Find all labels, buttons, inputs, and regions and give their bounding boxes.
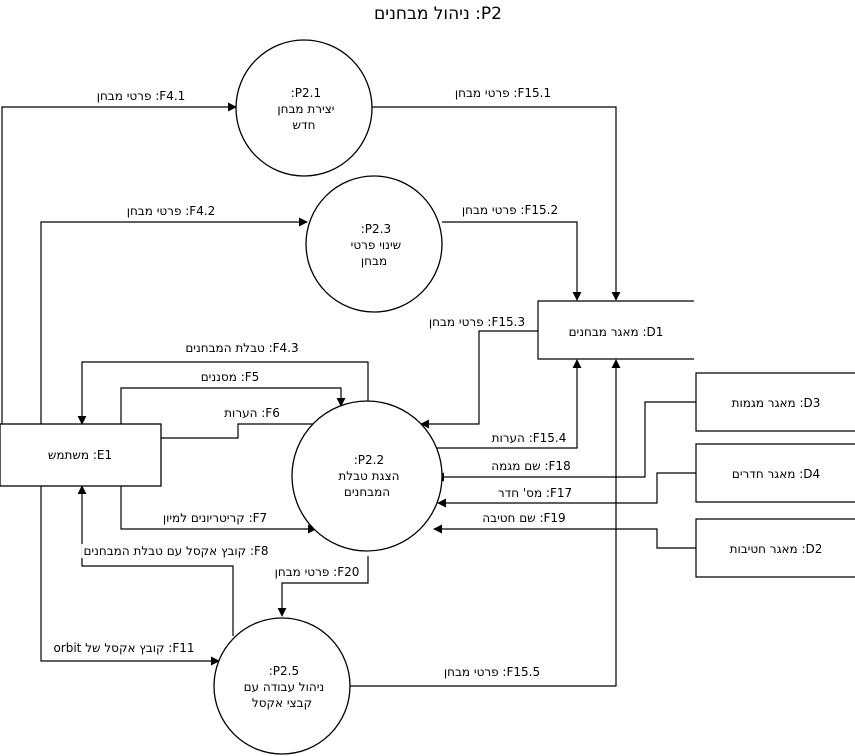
label-backing — [489, 459, 573, 473]
flow-f154-line — [431, 359, 582, 449]
process-p22-line2: הצגת טבלת — [338, 469, 399, 483]
flow-f155-label: F15.5: פרטי מבחן — [444, 665, 540, 679]
flow-f151-label: F15.1: פרטי מבחן — [455, 86, 551, 100]
label-backing — [81, 544, 271, 558]
store-d2-label: D2: מאגר חטיבות — [730, 542, 823, 556]
process-p23-line3: מבחן — [361, 254, 387, 268]
flow-f43-line — [77, 361, 369, 425]
flow-lines — [1, 102, 696, 687]
store-d1[interactable]: D1: מאגר מבחנים — [537, 300, 694, 360]
flow-f18-label: F18: שם מגמה — [491, 459, 570, 473]
label-backing — [426, 315, 528, 329]
process-p21[interactable]: P2.1: יצירת מבחן חדש — [235, 39, 373, 177]
label-backing — [459, 203, 561, 217]
flow-f5-line — [120, 387, 346, 424]
flow-f154-label: F15.4: הערות — [492, 431, 567, 445]
flow-f43-label: F4.3: טבלת המבחנים — [185, 341, 298, 355]
entity-e1-label: E1: משתמש — [48, 448, 112, 462]
process-p23-circle — [305, 175, 443, 313]
flow-f6-line — [161, 419, 332, 439]
diagram-title: P2: ניהול מבחנים — [374, 4, 502, 24]
store-d2[interactable]: D2: מאגר חטיבות — [695, 518, 855, 578]
process-p21-circle — [235, 39, 373, 177]
label-backing — [452, 86, 554, 100]
store-d3[interactable]: D3: מאגר מגמות — [695, 372, 855, 432]
label-backing — [124, 204, 218, 218]
flow-f153-line — [420, 330, 538, 429]
store-d3-frame — [695, 372, 855, 432]
flow-f7-line — [120, 486, 317, 534]
store-d1-frame — [537, 300, 694, 360]
flow-f20-label: F20: פרטי מבחן — [275, 565, 360, 579]
process-p22-circle — [291, 400, 443, 552]
label-backing — [495, 486, 575, 500]
flow-f17-line — [437, 472, 696, 508]
process-p25-circle — [213, 617, 351, 755]
process-p22[interactable]: P2.2: הצגת טבלת המבחנים — [291, 400, 443, 552]
process-p25-line2: ניהול עבודה עם — [244, 680, 325, 694]
flow-f41-label: F4.1: פרטי מבחן — [97, 89, 186, 103]
flow-f6-label: F6: הערות — [224, 406, 280, 420]
process-p23[interactable]: P2.3: שינוי פרטי מבחן — [305, 175, 443, 313]
entity-e1-box — [0, 423, 162, 487]
label-backing — [480, 511, 568, 525]
flow-f18-line — [435, 401, 696, 482]
label-backing — [272, 565, 362, 579]
store-d4-label: D4: מאגר חדרים — [732, 467, 820, 481]
svg-text:P2.2: הצגת טבלת המ: P2.2: הצגת טבלת המבחנים — [335, 453, 400, 499]
flow-f8-line — [77, 485, 234, 636]
flow-f42-label: F4.2: פרטי מבחן — [127, 204, 216, 218]
process-p25-line1: P2.5: — [269, 664, 299, 678]
flow-f152-line — [442, 221, 582, 301]
flow-labels: F4.1: פרטי מבחן F4.2: פרטי מבחן F4.3: טב… — [51, 86, 575, 679]
label-backing — [198, 370, 262, 384]
flow-f11-label: F11: קובץ אקסל של orbit — [53, 641, 194, 655]
flow-f151-line — [372, 106, 621, 301]
flow-f152-label: F15.2: פרטי מבחן — [462, 203, 558, 217]
flow-f17-label: F17: מס' חדר — [498, 486, 572, 500]
process-p25-line3: קבצי אקסל — [252, 696, 312, 710]
store-d3-label: D3: מאגר מגמות — [732, 396, 821, 410]
flow-f20-line — [277, 556, 369, 617]
label-backing — [441, 665, 543, 679]
flow-f155-line — [350, 359, 621, 687]
flow-f41-line — [1, 102, 237, 424]
process-p23-line1: P2.3: — [361, 222, 391, 236]
label-backing — [94, 89, 188, 103]
flow-f5-label: F5: מסננים — [201, 370, 260, 384]
process-p25[interactable]: P2.5: ניהול עבודה עם קבצי אקסל — [213, 617, 351, 755]
flow-f42-line — [40, 217, 308, 424]
process-p21-line1: P2.1: — [291, 86, 321, 100]
flow-f19-line — [433, 524, 696, 549]
process-p22-line1: P2.2: — [354, 453, 384, 467]
entity-e1[interactable]: E1: משתמש — [0, 423, 162, 487]
store-d4[interactable]: D4: מאגר חדרים — [695, 443, 855, 503]
label-backing — [489, 431, 569, 445]
flow-f19-label: F19: שם חטיבה — [482, 511, 565, 525]
flow-f153-label: F15.3: פרטי מבחן — [429, 315, 525, 329]
store-d4-frame — [695, 443, 855, 503]
label-backing — [183, 341, 301, 355]
store-d2-frame — [695, 518, 855, 578]
process-p21-line3: חדש — [293, 118, 316, 132]
process-p22-line3: המבחנים — [344, 485, 390, 499]
svg-text:P2.3: שינוי פרטי מ: P2.3: שינוי פרטי מבחן — [347, 222, 401, 268]
label-backing — [222, 406, 282, 420]
store-d1-label: D1: מאגר מבחנים — [569, 325, 664, 339]
process-p23-line2: שינוי פרטי — [351, 238, 402, 252]
label-backing — [160, 511, 270, 525]
flow-f8-label: F8: קובץ אקסל עם טבלת המבחנים — [83, 544, 268, 558]
process-p21-line2: יצירת מבחן — [277, 102, 334, 116]
label-backing — [51, 641, 197, 655]
svg-text:P2.5: ניהול עבודה עם: P2.5: ניהול עבודה עם קבצי אקסל — [240, 664, 324, 710]
svg-text:P2.1: יצירת מבחן ח: P2.1: יצירת מבחן חדש — [274, 86, 335, 132]
flow-f11-line — [40, 486, 220, 666]
flow-f7-label: F7: קריטריונים למיון — [163, 511, 267, 525]
